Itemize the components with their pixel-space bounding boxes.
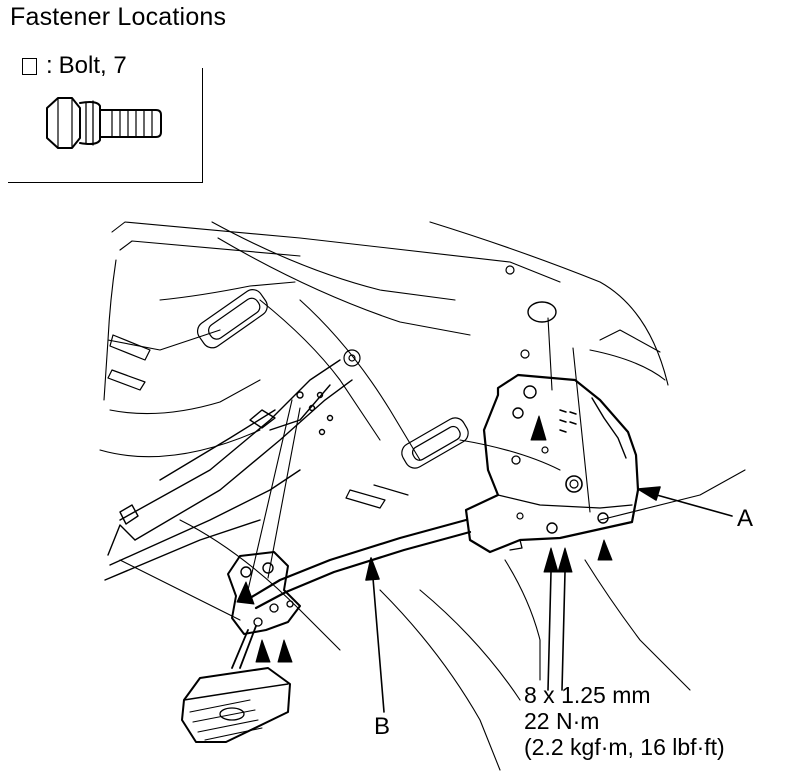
legend-text: Bolt, 7 xyxy=(58,52,127,79)
bolt-symbol-icon xyxy=(22,57,37,75)
bolt-arrow-icon xyxy=(236,581,255,605)
torque-nm-text: 22 N·m xyxy=(524,708,600,734)
torque-kgf-lbf-text: (2.2 kgf·m, 16 lbf·ft) xyxy=(524,734,725,760)
callout-leaders xyxy=(365,486,733,713)
frame-rails xyxy=(104,359,353,581)
callout-b: B xyxy=(374,713,391,740)
legend-separator: : xyxy=(46,52,53,79)
cable-b xyxy=(248,518,472,610)
bolt-size-text: 8 x 1.25 mm xyxy=(524,682,651,708)
bolt-arrow-icon xyxy=(543,547,559,573)
fastener-legend: : Bolt, 7 xyxy=(22,52,127,80)
callout-a: A xyxy=(737,505,754,532)
bolt-arrow-icon xyxy=(557,547,573,573)
torque-spec: 8 x 1.25 mm 22 N·m (2.2 kgf·m, 16 lbf·ft… xyxy=(524,682,725,760)
diagram-title: Fastener Locations xyxy=(10,3,227,31)
floor-recesses xyxy=(107,265,530,509)
bolt-arrow-icon xyxy=(597,539,613,561)
bolt-location-arrows xyxy=(236,415,613,663)
bolt-arrow-icon xyxy=(277,639,293,663)
bracket-a xyxy=(464,301,640,554)
brake-pedal-pad xyxy=(181,625,291,743)
legend-box-frame xyxy=(8,68,203,183)
bolt-arrow-icon xyxy=(530,415,547,441)
pedal-bracket xyxy=(227,399,301,635)
floor-panel xyxy=(99,221,746,771)
bolt-arrow-icon xyxy=(255,639,271,663)
bolt-illustration-icon xyxy=(46,97,162,149)
